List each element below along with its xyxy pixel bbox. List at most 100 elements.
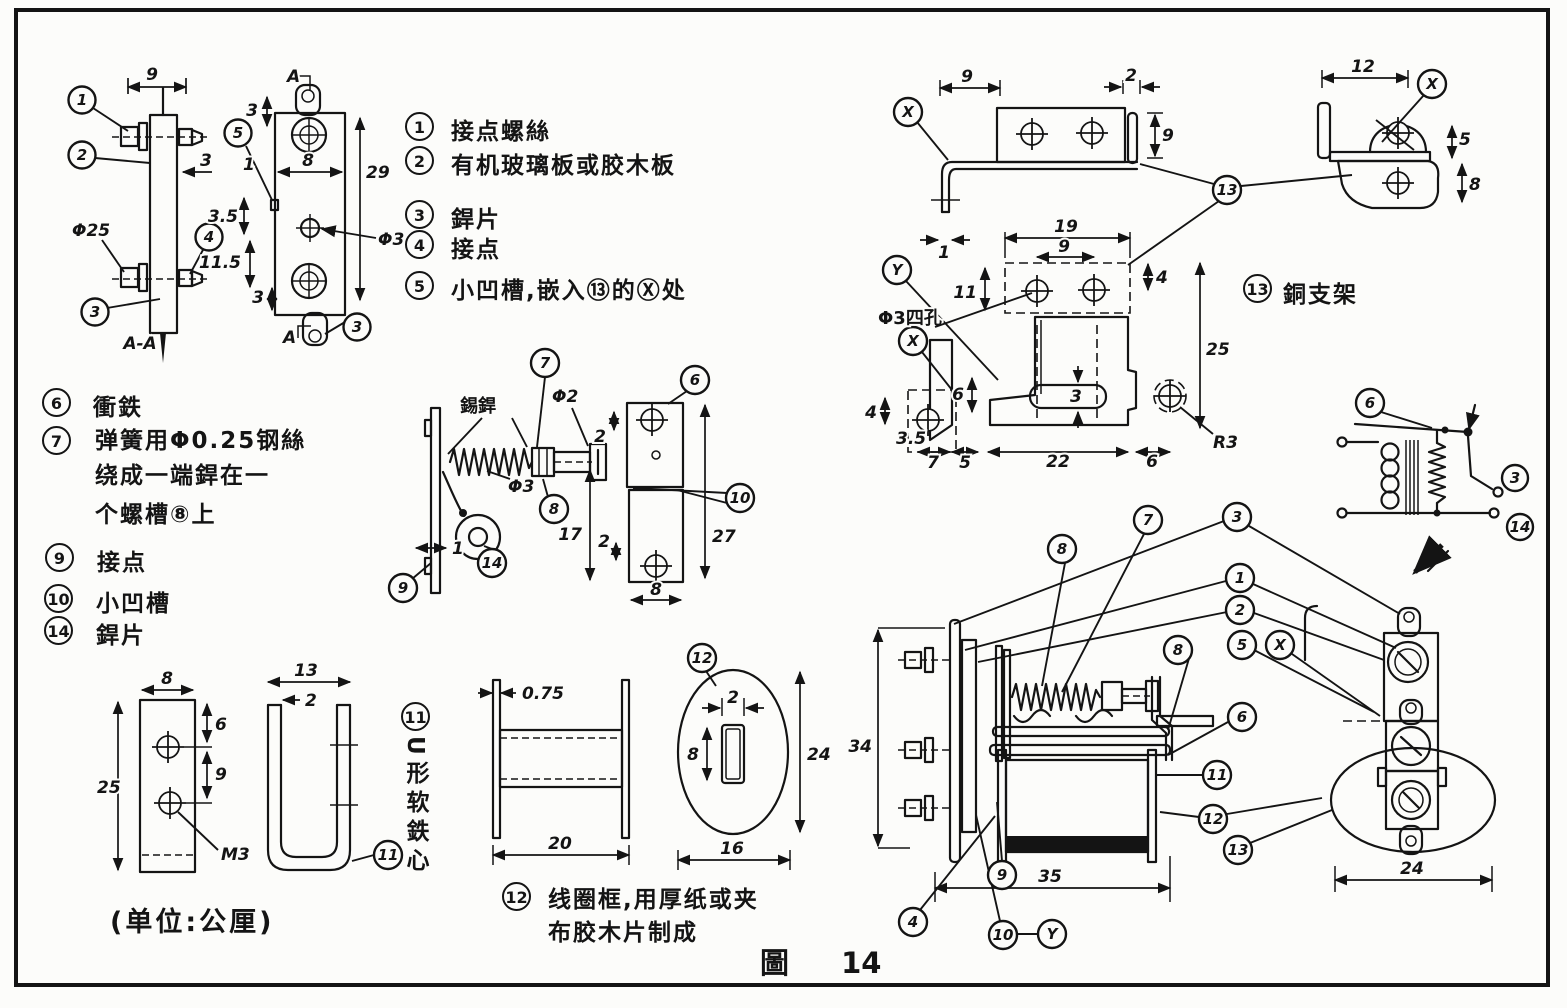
dim-4: 4 bbox=[864, 403, 877, 423]
coil-frame-text-line1: 线圈框,用厚纸或夹 bbox=[548, 887, 759, 913]
coil-frame-num: 12 bbox=[502, 882, 531, 911]
relay-schematic: 6 3 14 bbox=[1336, 387, 1535, 575]
dim-2: 2 bbox=[594, 427, 606, 447]
dim-34: 34 bbox=[848, 737, 872, 757]
svg-text:12: 12 bbox=[1203, 810, 1224, 828]
figure-caption-fig: 圖 bbox=[760, 946, 790, 980]
dim-29: 29 bbox=[366, 163, 390, 183]
svg-text:6: 6 bbox=[690, 371, 700, 389]
dim-3: 3 bbox=[252, 288, 264, 308]
dim-25: 25 bbox=[1206, 340, 1230, 360]
svg-text:8: 8 bbox=[1057, 540, 1067, 558]
dim-8: 8 bbox=[1469, 175, 1481, 195]
legend-text-10: 小凹槽 bbox=[96, 591, 171, 617]
dim-3: 3 bbox=[246, 101, 258, 121]
dim-m3: M3 bbox=[221, 845, 250, 865]
svg-text:5: 5 bbox=[233, 124, 243, 142]
legend-text-7-line2: 绕成一端銲在一 bbox=[95, 463, 270, 489]
svg-text:1: 1 bbox=[77, 91, 87, 109]
svg-text:13: 13 bbox=[1217, 181, 1238, 199]
dim-8: 8 bbox=[161, 669, 173, 689]
svg-text:8: 8 bbox=[549, 500, 559, 518]
spring-armature-view: 錫銲 Φ2 Φ3 1 7 8 14 9 bbox=[387, 347, 608, 604]
dim-5: 5 bbox=[1459, 130, 1471, 150]
bracket-label: 銅支架 bbox=[1283, 282, 1358, 308]
dim-9: 9 bbox=[1058, 237, 1070, 257]
legend-num-7: 7 bbox=[42, 426, 71, 455]
dim-9: 9 bbox=[961, 67, 973, 87]
pointer-arrow bbox=[1412, 535, 1452, 575]
section-a-top: A bbox=[285, 67, 300, 87]
dim-22: 22 bbox=[1046, 452, 1070, 472]
dim-24: 24 bbox=[1400, 859, 1424, 879]
bracket-development-view: 19 9 4 11 3 Y X Φ3四孔 R3 25 6 4 3.5 7 5 2… bbox=[862, 215, 1240, 475]
dim-3-5: 3.5 bbox=[896, 429, 926, 449]
legend-text-7-line1: 弹簧用Φ0.25钢絲 bbox=[95, 428, 307, 454]
u-core-num: 11 bbox=[401, 702, 430, 731]
legend-num-2: 2 bbox=[405, 146, 434, 175]
u-core-label: U形软鉄心 bbox=[402, 736, 428, 877]
svg-text:6: 6 bbox=[1365, 394, 1375, 412]
dim-phi3: Φ3 bbox=[508, 477, 534, 497]
dim-35: 35 bbox=[1038, 867, 1062, 887]
svg-text:11: 11 bbox=[1207, 766, 1228, 784]
svg-text:8: 8 bbox=[1173, 641, 1183, 659]
svg-text:4: 4 bbox=[907, 913, 918, 931]
svg-text:10: 10 bbox=[993, 926, 1014, 944]
dim-1: 1 bbox=[938, 243, 950, 263]
front-plate-view: A A 3 8 29 3.5 11.5 3 Φ3 1 5 3 bbox=[197, 65, 406, 350]
figure-caption: 圖 14 bbox=[760, 940, 881, 982]
svg-text:X: X bbox=[1273, 636, 1287, 654]
dim-8: 8 bbox=[302, 151, 314, 171]
dim-2: 2 bbox=[598, 532, 610, 552]
svg-text:3: 3 bbox=[352, 318, 362, 336]
svg-text:5: 5 bbox=[1237, 636, 1247, 654]
dim-6: 6 bbox=[952, 385, 964, 405]
legend-num-1: 1 bbox=[405, 112, 434, 141]
dim-8: 8 bbox=[687, 745, 699, 765]
legend-num-5: 5 bbox=[405, 271, 434, 300]
svg-text:7: 7 bbox=[540, 354, 551, 372]
legend-item-2: 2 有机玻璃板或胶木板 bbox=[405, 146, 676, 180]
dim-12: 12 bbox=[1351, 57, 1375, 77]
u-core-view: 13 2 11 bbox=[266, 659, 404, 872]
dim-17: 17 bbox=[558, 525, 582, 545]
legend-text-14: 銲片 bbox=[96, 623, 146, 649]
legend-text-9: 接点 bbox=[97, 550, 147, 576]
coil-frame-text-line2: 布胶木片制成 bbox=[548, 920, 698, 946]
dim-3: 3 bbox=[1070, 387, 1082, 407]
section-mark: A-A bbox=[121, 334, 156, 354]
bracket-front-view: X 9 2 9 1 13 bbox=[892, 64, 1353, 266]
svg-text:7: 7 bbox=[1143, 511, 1154, 529]
side-section-view: 9 3 A-A Φ25 1 2 3 4 bbox=[67, 63, 224, 363]
svg-text:3: 3 bbox=[1510, 469, 1520, 487]
legend-item-1: 1 接点螺絲 bbox=[405, 112, 551, 146]
dim-9: 9 bbox=[146, 65, 158, 85]
legend-num-4: 4 bbox=[405, 230, 434, 259]
dim-2: 2 bbox=[727, 688, 739, 708]
dim-4: 4 bbox=[1155, 268, 1168, 288]
svg-text:6: 6 bbox=[1237, 708, 1247, 726]
dim-0-75: 0.75 bbox=[522, 684, 564, 704]
dim-2: 2 bbox=[305, 691, 317, 711]
dim-24: 24 bbox=[807, 745, 831, 765]
svg-text:Y: Y bbox=[892, 261, 905, 279]
svg-text:X: X bbox=[1425, 75, 1439, 93]
legend-num-3: 3 bbox=[405, 200, 434, 229]
dim-2: 2 bbox=[1125, 66, 1137, 86]
legend-num-10: 10 bbox=[44, 584, 73, 613]
legend-item-4: 4 接点 bbox=[405, 230, 501, 264]
legend-num-9: 9 bbox=[45, 543, 74, 572]
dim-1: 1 bbox=[452, 539, 464, 559]
svg-text:X: X bbox=[906, 332, 920, 350]
iron-plate-view: 8 25 6 9 M3 bbox=[95, 667, 252, 874]
assembly-view: 34 35 24 8 7 bbox=[846, 501, 1497, 951]
units-note: (单位:公厘) bbox=[110, 907, 275, 938]
legend-num-14: 14 bbox=[44, 616, 73, 645]
svg-text:10: 10 bbox=[730, 489, 751, 507]
dim-20: 20 bbox=[548, 834, 572, 854]
dim-11: 11 bbox=[953, 283, 977, 303]
dim-7: 7 bbox=[927, 453, 939, 473]
dim-13: 13 bbox=[294, 661, 318, 681]
